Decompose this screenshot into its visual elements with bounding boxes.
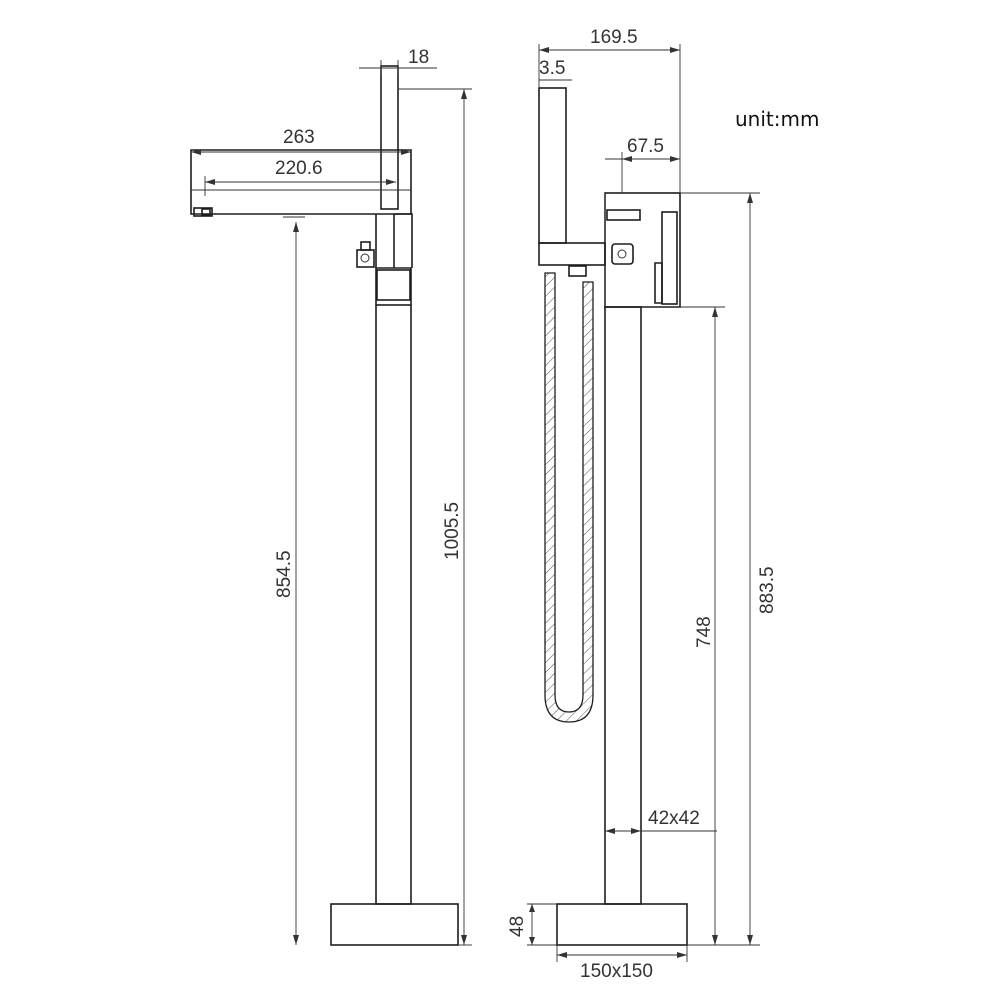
side-dimensions: 169.5 3.5 67.5 883.5 748 42x42: [507, 27, 778, 982]
dim-handle-width: 18: [408, 47, 429, 68]
dim-body-height: 883.5: [757, 566, 778, 614]
dim-spout-length: 263: [283, 127, 315, 148]
dim-base-size: 150x150: [580, 961, 653, 982]
dim-shower-projection: 169.5: [590, 27, 638, 48]
front-dimensions: 18 263 220.6 854.5 1005.5: [191, 47, 472, 946]
dim-mixer-body: 67.5: [627, 136, 664, 157]
unit-label: unit:mm: [735, 107, 819, 131]
dim-handset-offset: 3.5: [539, 58, 565, 79]
dim-overall-height: 1005.5: [442, 502, 463, 560]
base-plate-front: [330, 903, 459, 946]
base-plate-side: [556, 903, 688, 946]
dim-outlet-height: 854.5: [274, 550, 295, 598]
side-view: [538, 87, 688, 946]
front-view: [190, 65, 459, 946]
dim-column-height: 748: [694, 616, 715, 648]
shower-hose: [544, 272, 594, 723]
shower-holder: [538, 242, 606, 266]
dim-column-section: 42x42: [648, 808, 700, 829]
dim-spout-projection: 220.6: [275, 158, 323, 179]
column-front: [375, 304, 412, 905]
column-side: [604, 306, 642, 905]
lever-handle-side: [661, 211, 678, 305]
hand-shower: [538, 87, 567, 244]
lever-handle-front: [380, 65, 399, 210]
dim-base-height: 48: [507, 916, 528, 937]
